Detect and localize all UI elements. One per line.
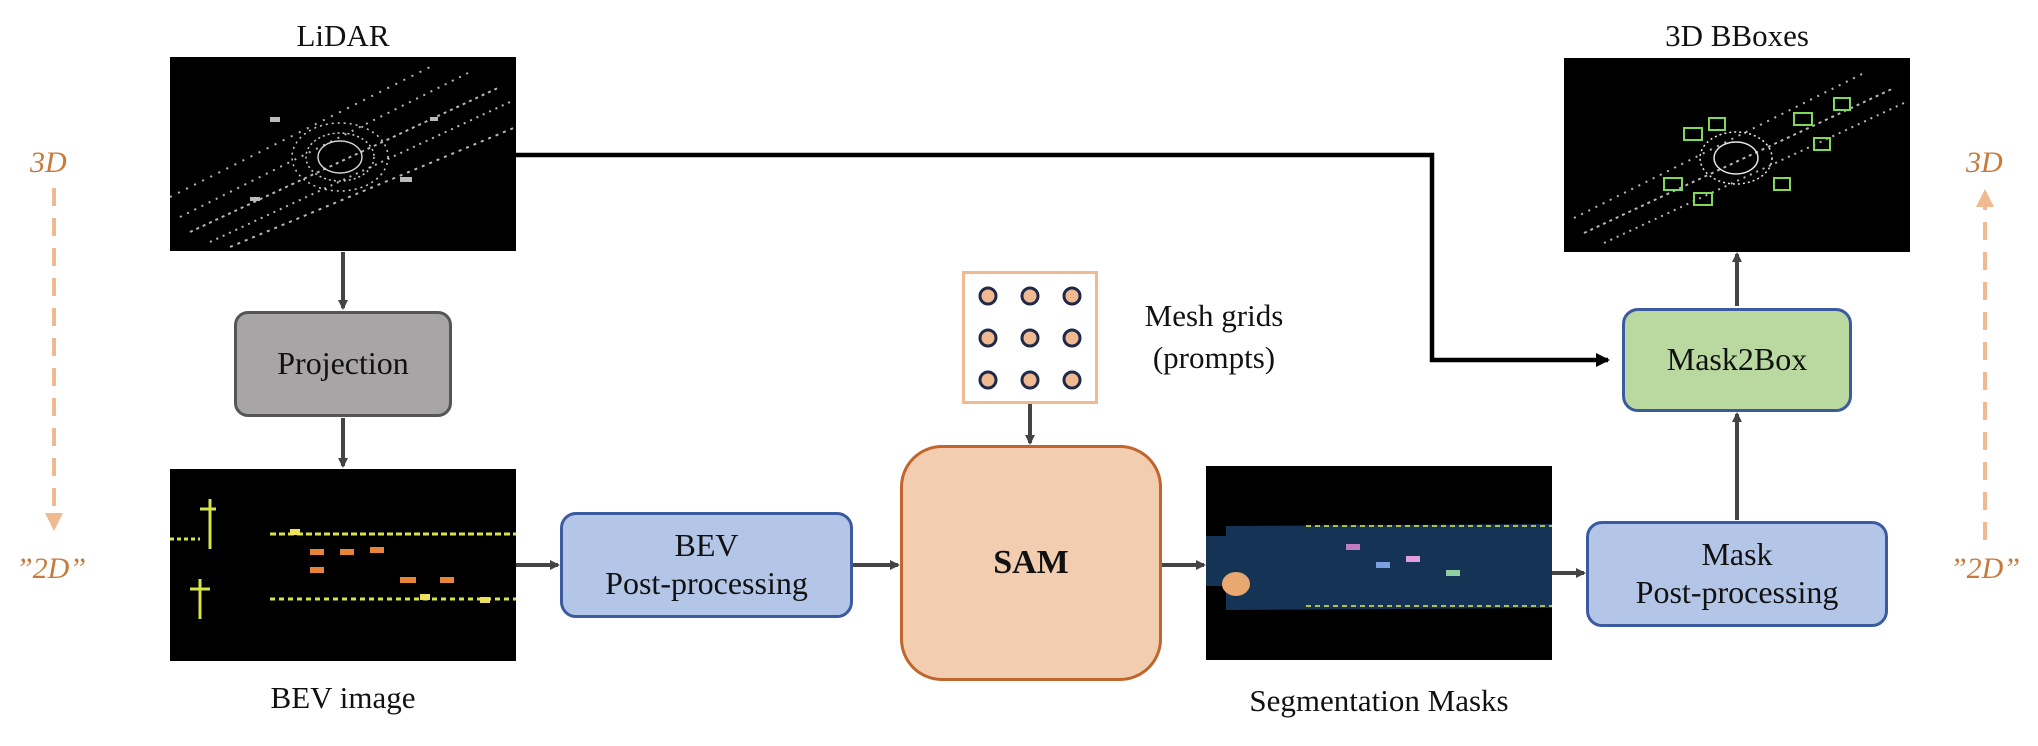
lidar-label: LiDAR	[296, 18, 390, 53]
sam-block: SAM	[900, 445, 1162, 681]
projection-block: Projection	[234, 311, 452, 417]
bboxes-label: 3D BBoxes	[1665, 18, 1809, 53]
right-2d-label: ”2D”	[1950, 552, 2021, 585]
left-3d-label: 3D	[30, 146, 67, 179]
mask2box-label: Mask2Box	[1666, 341, 1808, 378]
projection-label: Projection	[277, 345, 409, 382]
segmentation-masks-image	[1206, 466, 1552, 660]
mask2box-block: Mask2Box	[1622, 308, 1852, 412]
prompts-label: (prompts)	[1152, 340, 1276, 375]
mask-postprocessing-block: Mask Post-processing	[1586, 521, 1888, 627]
mesh-grid-prompts	[962, 271, 1098, 404]
bev-image	[170, 469, 516, 661]
left-2d-label: ”2D”	[16, 552, 87, 585]
lidar-point-cloud-image	[170, 57, 516, 251]
bev-postprocessing-block: BEV Post-processing	[560, 512, 853, 618]
bev-post-line2: Post-processing	[605, 565, 808, 601]
arrow-lidar-to-mask2box	[516, 152, 1610, 367]
segmentation-masks-label: Segmentation Masks	[1249, 683, 1509, 718]
bev-image-label: BEV image	[270, 680, 416, 715]
mask-post-line1: Mask	[1701, 536, 1773, 573]
right-3d-label: 3D	[1966, 146, 2003, 179]
bev-post-line1: BEV	[674, 527, 739, 564]
mesh-grids-label: Mesh grids	[1144, 298, 1284, 333]
sam-label: SAM	[993, 543, 1069, 581]
mask-post-line2: Post-processing	[1635, 574, 1839, 610]
bboxes-image	[1564, 58, 1910, 252]
